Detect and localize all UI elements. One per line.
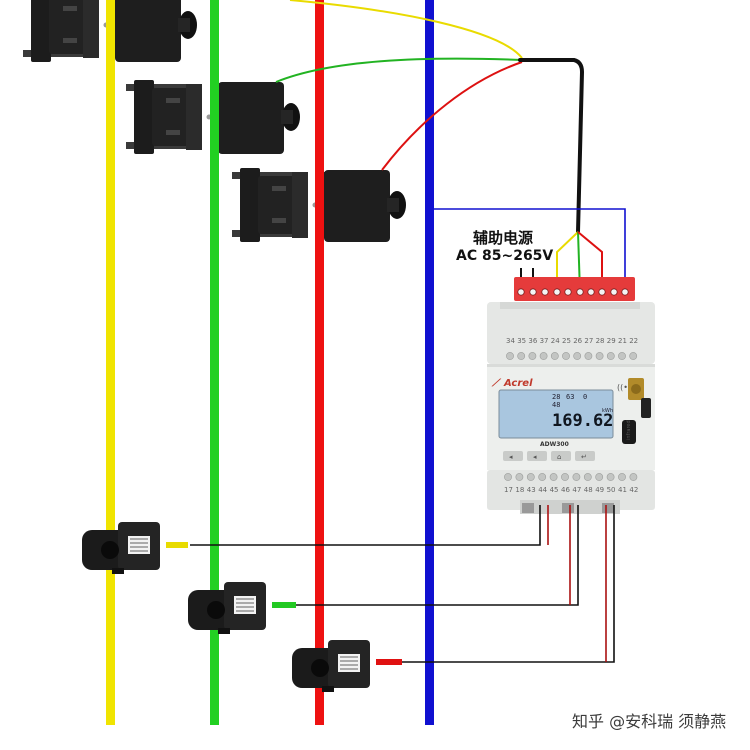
lcd-small-value: 28 — [552, 393, 560, 401]
aux-power-title: 辅助电源 — [473, 229, 533, 247]
row2-terminal-label: 28 — [596, 337, 605, 345]
row2-terminal-label: 34 — [506, 337, 515, 345]
bottom-terminal-label: 41 — [618, 486, 627, 494]
voltage-wire-a — [289, 0, 523, 59]
bottom-terminal-label: 48 — [584, 486, 593, 494]
svg-text:↵: ↵ — [581, 453, 587, 461]
aux-power-voltage: AC 85~265V — [456, 248, 553, 264]
watermark: 知乎 @安科瑞 须静燕 — [572, 712, 726, 731]
svg-text:((•: ((• — [617, 383, 628, 392]
ct-c-lead-sleeve — [376, 659, 402, 665]
row2-terminal-label: 37 — [540, 337, 549, 345]
meter-model: ADW300 — [540, 441, 569, 448]
bottom-terminal-label: 50 — [607, 486, 616, 494]
ct-a-lead-sleeve — [166, 542, 188, 548]
meter-brand: Acrel — [503, 378, 533, 389]
lcd-small-value: 0 — [583, 393, 587, 401]
bottom-terminal-label: 17 — [504, 486, 513, 494]
meter-button-1[interactable] — [503, 451, 523, 461]
lcd-small-value: 48 — [552, 401, 560, 409]
row2-terminal-label: 36 — [528, 337, 537, 345]
bottom-terminal-label: 49 — [595, 486, 604, 494]
split-core-ct-b — [187, 581, 267, 635]
svg-text:⟋: ⟋ — [491, 378, 502, 389]
lcd-small-value: 63 — [566, 393, 574, 401]
row2-terminal-label: 29 — [607, 337, 616, 345]
svg-text:◂: ◂ — [533, 453, 537, 461]
svg-text:⌂: ⌂ — [557, 453, 561, 461]
bottom-terminal-label: 47 — [572, 486, 581, 494]
voltage-wire-b — [275, 57, 523, 83]
voltage-cable-bundle — [518, 58, 585, 234]
infrared-window — [622, 420, 636, 444]
split-core-ct-a — [81, 521, 161, 575]
ct-c-lead-black — [400, 505, 615, 663]
voltage-wire-c — [381, 61, 523, 171]
row2-terminal-label: 27 — [584, 337, 593, 345]
phase-a-conductor — [106, 0, 115, 725]
ct-a-lead-black — [190, 505, 541, 546]
infrared-label: infrared — [626, 420, 632, 440]
meter-button-3[interactable] — [551, 451, 571, 461]
phase-c-conductor — [315, 0, 324, 725]
meter-unit: kWh — [602, 408, 613, 414]
row2-terminal-label: 25 — [562, 337, 571, 345]
meter-button-2[interactable] — [527, 451, 547, 461]
meter-button-4[interactable] — [575, 451, 595, 461]
ct-b-lead-sleeve — [272, 602, 296, 608]
row2-terminal-label: 26 — [573, 337, 582, 345]
bottom-terminal-label: 45 — [550, 486, 559, 494]
row2-terminal-label: 21 — [618, 337, 627, 345]
bottom-terminal-label: 42 — [629, 486, 638, 494]
split-core-ct-c — [291, 639, 371, 693]
antenna-connector — [628, 378, 651, 418]
row2-terminal-label: 35 — [517, 337, 526, 345]
neutral-conductor — [425, 0, 434, 725]
meter-reading: 169.62 — [552, 411, 613, 431]
bottom-terminal-label: 44 — [538, 486, 547, 494]
row2-terminal-label: 24 — [551, 337, 560, 345]
wire-to-terminal-14 — [430, 208, 626, 292]
row2-terminal-label: 22 — [629, 337, 638, 345]
svg-text:◂: ◂ — [509, 453, 513, 461]
phase-b-conductor — [210, 0, 219, 725]
bottom-terminal-label: 43 — [527, 486, 536, 494]
meter-top-housing — [487, 302, 655, 364]
ct-b-lead-black — [296, 505, 579, 606]
meter-lcd — [498, 389, 614, 439]
bottom-terminal-label: 46 — [561, 486, 570, 494]
meter-buttons: ◂ ◂ ⌂ ↵ — [503, 451, 595, 461]
bottom-terminal-label: 18 — [515, 486, 524, 494]
